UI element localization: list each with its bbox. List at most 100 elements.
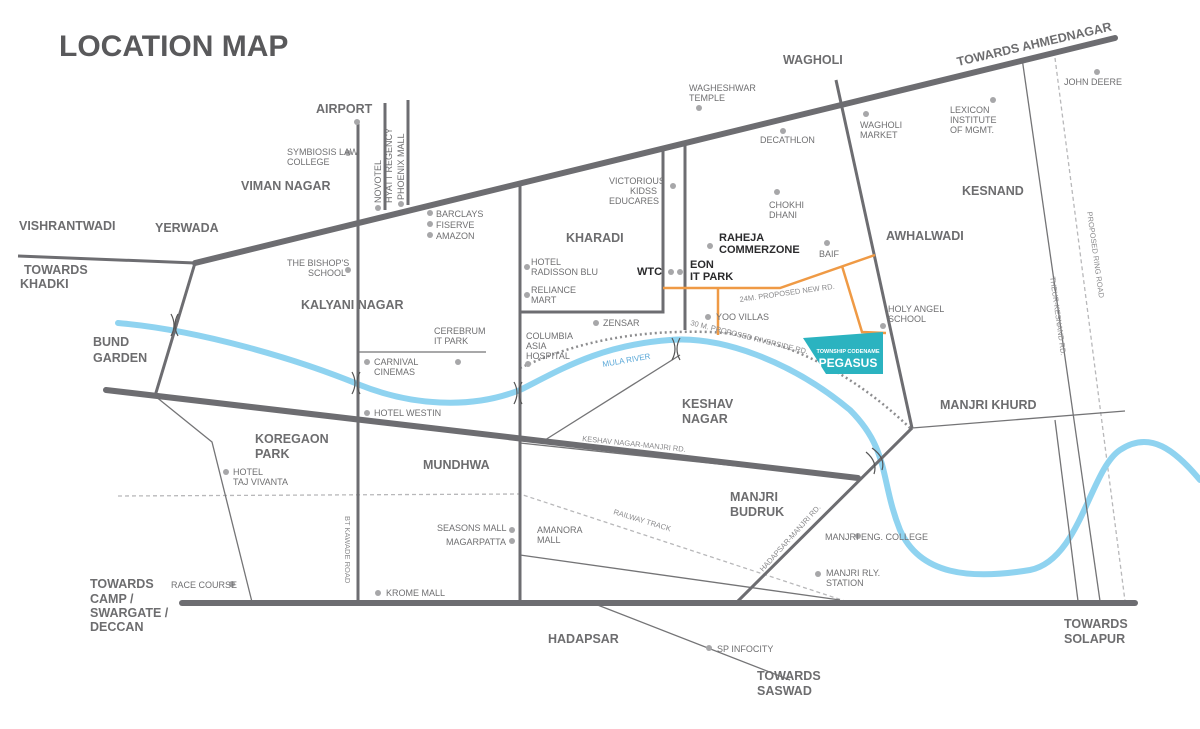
pegasus-line2: PEGASUS [819,356,878,370]
pegasus-marker-shape [803,332,883,374]
label-kesnand: KESNAND [962,184,1024,198]
label-airport: AIRPORT [316,102,373,116]
label-chokhi-1: CHOKHI [769,200,804,210]
label-barclays: BARCLAYS [436,209,483,219]
label-holy-angel-2: SCHOOL [888,314,926,324]
label-kharadi: KHARADI [566,231,624,245]
label-reliance-1: RELIANCE [531,285,576,295]
label-magarpatta: MAGARPATTA [446,537,506,547]
label-carnival-1: CARNIVAL [374,357,418,367]
label-wagheshwar-1: WAGHESHWAR [689,83,756,93]
label-towards-saswad-1: TOWARDS [757,669,821,683]
label-manjri-budruk-2: BUDRUK [730,505,784,519]
label-cerebrum-1: CEREBRUM [434,326,486,336]
label-eon-1: EON [690,259,714,271]
pegasus-line1: TOWNSHIP CODENAME [816,349,879,355]
label-manjri-eng: MANJRI ENG. COLLEGE [825,532,928,542]
pegasus-project-marker[interactable]: TOWNSHIP CODENAME PEGASUS [803,332,883,374]
label-railway-track: RAILWAY TRACK [612,507,672,533]
label-westin: HOTEL WESTIN [374,408,441,418]
place-labels: WAGHESHWAR TEMPLE DECATHLON WAGHOLI MARK… [171,77,1122,654]
label-towards-camp-1: TOWARDS [90,577,154,591]
proposed-riverside-road [519,330,911,429]
label-victorious-2: KIDSS [630,186,657,196]
label-kalyani-nagar: KALYANI NAGAR [301,298,404,312]
label-wagholi-market-1: WAGHOLI [860,120,902,130]
proposed-ring-road [1054,57,1126,602]
label-amazon: AMAZON [436,231,475,241]
label-zensar: ZENSAR [603,318,640,328]
label-symbiosis-1: SYMBIOSIS LAW [287,147,359,157]
label-fiserve: FISERVE [436,220,474,230]
label-bt-kawade-road: BT KAWADE ROAD [343,516,352,584]
label-towards-camp-2: CAMP / [90,592,134,606]
label-baif: BAIF [819,249,840,259]
label-carnival-2: CINEMAS [374,367,415,377]
label-keshav-nagar-1: KESHAV [682,397,734,411]
label-towards-solapur-1: TOWARDS [1064,617,1128,631]
label-koregaon-park-2: PARK [255,447,290,461]
label-manjri-rly-2: STATION [826,578,864,588]
label-manjri-budruk-1: MANJRI [730,490,778,504]
label-lexicon-1: LEXICON [950,105,990,115]
label-symbiosis-2: COLLEGE [287,157,330,167]
label-mundhwa: MUNDHWA [423,458,490,472]
dashed-lines [117,57,1126,603]
label-hyatt: HYATT REGENCY [384,128,394,203]
label-awhalwadi: AWHALWADI [886,229,964,243]
label-wagholi-market-2: MARKET [860,130,898,140]
label-towards-khadki-2: KHADKI [20,277,69,291]
label-ring-road: PROPOSED RING ROAD [1085,211,1106,299]
label-manjri-rly-1: MANJRI RLY. [826,568,880,578]
label-yoo-villas: YOO VILLAS [716,312,769,322]
label-bund-garden-2: GARDEN [93,351,147,365]
label-towards-saswad-2: SASWAD [757,684,812,698]
label-viman-nagar: VIMAN NAGAR [241,179,331,193]
label-bund-garden-1: BUND [93,335,129,349]
label-phoenix: PHOENIX MALL [396,133,406,200]
label-wtc: WTC [637,266,662,278]
label-novotel: NOVOTEL [373,160,383,203]
label-eon-2: IT PARK [690,271,733,283]
mula-river [115,320,1200,578]
label-radisson-2: RADISSON BLU [531,267,598,277]
label-towards-khadki-1: TOWARDS [24,263,88,277]
label-taj-2: TAJ VIVANTA [233,477,288,487]
label-towards-solapur-2: SOLAPUR [1064,632,1125,646]
label-towards-camp-4: DECCAN [90,620,143,634]
label-sp-infocity: SP INFOCITY [717,644,773,654]
label-manjri-khurd: MANJRI KHURD [940,398,1037,412]
label-lexicon-3: OF MGMT. [950,125,994,135]
label-keshav-nagar-2: NAGAR [682,412,728,426]
label-mula-river: MULA RIVER [602,352,652,369]
label-towards-camp-3: SWARGATE / [90,606,169,620]
area-labels: WAGHOLI TOWARDS AHMEDNAGAR AIRPORT VIMAN… [19,20,1128,698]
label-radisson-1: HOTEL [531,257,561,267]
label-taj-1: HOTEL [233,467,263,477]
label-victorious-1: VICTORIOUS [609,176,665,186]
label-yerwada: YERWADA [155,221,219,235]
label-decathlon: DECATHLON [760,135,815,145]
label-wagheshwar-2: TEMPLE [689,93,725,103]
label-columbia-1: COLUMBIA [526,331,573,341]
label-hadapsar: HADAPSAR [548,632,619,646]
label-raheja-2: COMMERZONE [719,244,800,256]
page-title: LOCATION MAP [59,30,288,63]
label-vishrantwadi: VISHRANTWADI [19,219,116,233]
highways [103,35,1138,606]
main-roads [17,79,914,604]
place-dots [223,69,1100,651]
label-john-deere: JOHN DEERE [1064,77,1122,87]
label-koregaon-park-1: KOREGAON [255,432,329,446]
label-columbia-3: HOSPITAL [526,351,570,361]
label-theur-kesnand-rd: THEUR-KESNAND RD. [1048,276,1068,356]
label-bishops-1: THE BISHOP'S [287,258,349,268]
label-race-course: RACE COURSE [171,580,237,590]
label-chokhi-2: DHANI [769,210,797,220]
label-holy-angel-1: HOLY ANGEL [888,304,944,314]
label-victorious-3: EDUCARES [609,196,659,206]
label-cerebrum-2: IT PARK [434,336,468,346]
label-columbia-2: ASIA [526,341,547,351]
label-amanora-1: AMANORA [537,525,583,535]
